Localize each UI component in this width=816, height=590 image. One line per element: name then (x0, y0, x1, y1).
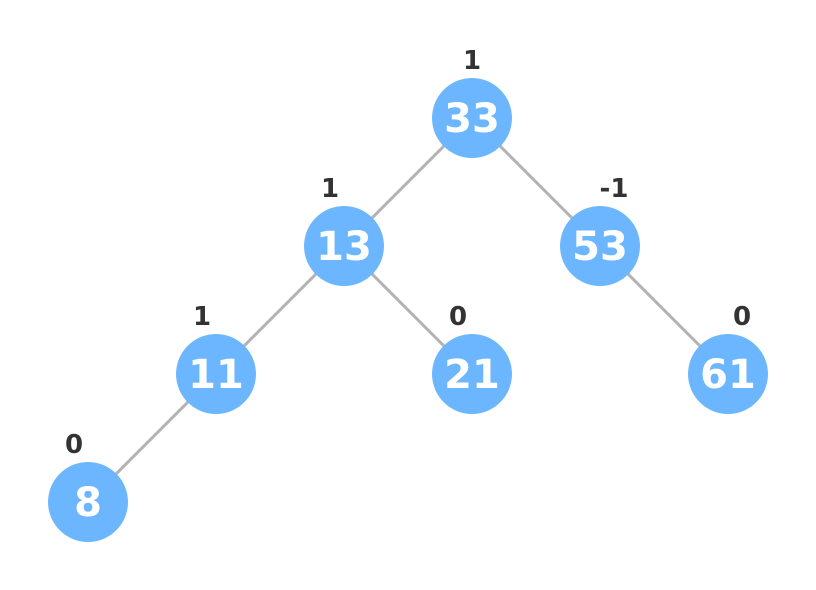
balance-factor-label: 1 (463, 46, 481, 76)
node-circle (176, 334, 256, 414)
node-key: 11 (188, 352, 244, 398)
node-circle (688, 334, 768, 414)
balance-factor-label: -1 (600, 174, 629, 204)
edges-layer (86, 116, 730, 504)
node-circle (432, 78, 512, 158)
tree-node-11: 111 (176, 302, 256, 414)
tree-node-61: 61 0 (688, 302, 768, 414)
tree-node-21: 21 0 (432, 302, 512, 414)
balance-factor-label: 0 (65, 430, 83, 460)
node-key: 61 (700, 352, 756, 398)
node-key: 8 (74, 480, 102, 526)
tree-node-8: 80 (48, 430, 128, 542)
balance-factor-label: 0 (449, 302, 467, 332)
node-circle (432, 334, 512, 414)
balance-factor-label: 1 (193, 302, 211, 332)
node-key: 21 (444, 352, 500, 398)
tree-node-53: 53 -1 (560, 174, 640, 286)
balance-factor-label: 1 (321, 174, 339, 204)
tree-node-13: 13 1 (304, 174, 384, 286)
node-key: 53 (572, 224, 628, 270)
tree-node-33: 33 1 (432, 46, 512, 158)
node-key: 33 (444, 96, 500, 142)
balance-factor-label: 0 (733, 302, 751, 332)
node-circle (560, 206, 640, 286)
node-key: 13 (316, 224, 372, 270)
node-circle (48, 462, 128, 542)
node-circle (304, 206, 384, 286)
